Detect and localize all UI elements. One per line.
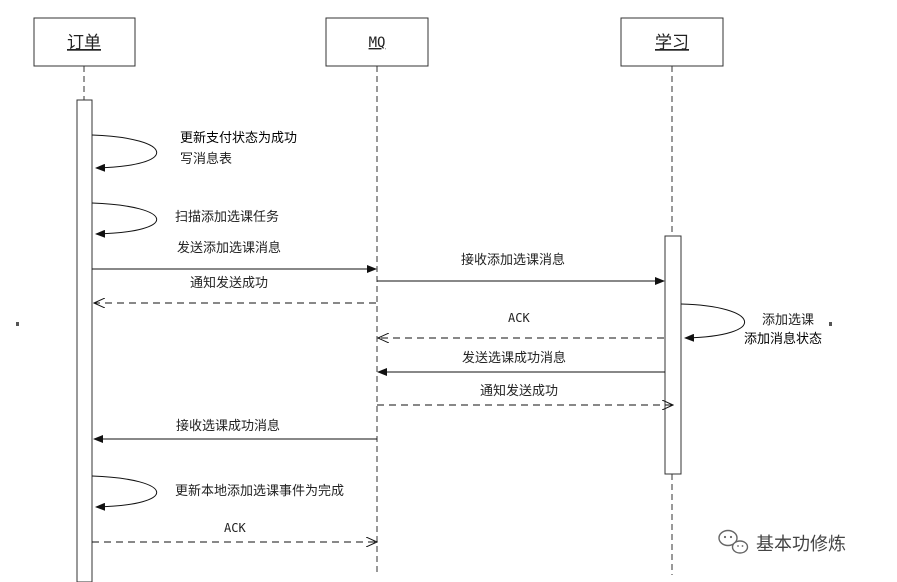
arrow-notify-1-label: 通知发送成功 (190, 275, 268, 291)
participant-learn: 学习 (620, 17, 724, 67)
activation-learn (664, 235, 682, 475)
self-message-4 (91, 475, 158, 511)
self-message-4-label: 更新本地添加选课事件为完成 (175, 483, 344, 499)
self-message-1 (91, 134, 158, 172)
self-message-3-label-1: 添加选课 (762, 313, 814, 328)
participant-learn-label: 学习 (655, 33, 689, 53)
participant-mq: MQ (325, 17, 429, 67)
self-message-2-label: 扫描添加选课任务 (175, 209, 279, 225)
self-message-1-label-1: 更新支付状态为成功 (180, 130, 297, 146)
activation-order (76, 99, 93, 582)
edge-mark-left (16, 322, 19, 326)
participant-order: 订单 (33, 17, 136, 67)
participant-order-label: 订单 (67, 33, 101, 53)
watermark-text: 基本功修炼 (756, 534, 846, 555)
arrow-ack-2-label: ACK (224, 521, 246, 535)
self-message-1-label-2: 写消息表 (180, 151, 232, 167)
arrow-recv-add-label: 接收添加选课消息 (461, 252, 565, 268)
arrow-notify-2-label: 通知发送成功 (480, 383, 558, 399)
self-message-3 (680, 303, 745, 342)
participant-mq-label: MQ (369, 35, 386, 51)
watermark: 基本功修炼 (718, 529, 846, 555)
self-message-2 (91, 202, 158, 238)
arrow-ack-1-label: ACK (508, 311, 530, 325)
arrow-send-add-label: 发送添加选课消息 (177, 240, 281, 256)
arrow-send-ok-label: 发送选课成功消息 (462, 350, 566, 366)
wechat-icon (718, 529, 749, 554)
self-message-3-label-2: 添加消息状态 (744, 331, 822, 347)
arrow-recv-ok-label: 接收选课成功消息 (176, 418, 280, 434)
edge-mark-right (829, 322, 832, 326)
